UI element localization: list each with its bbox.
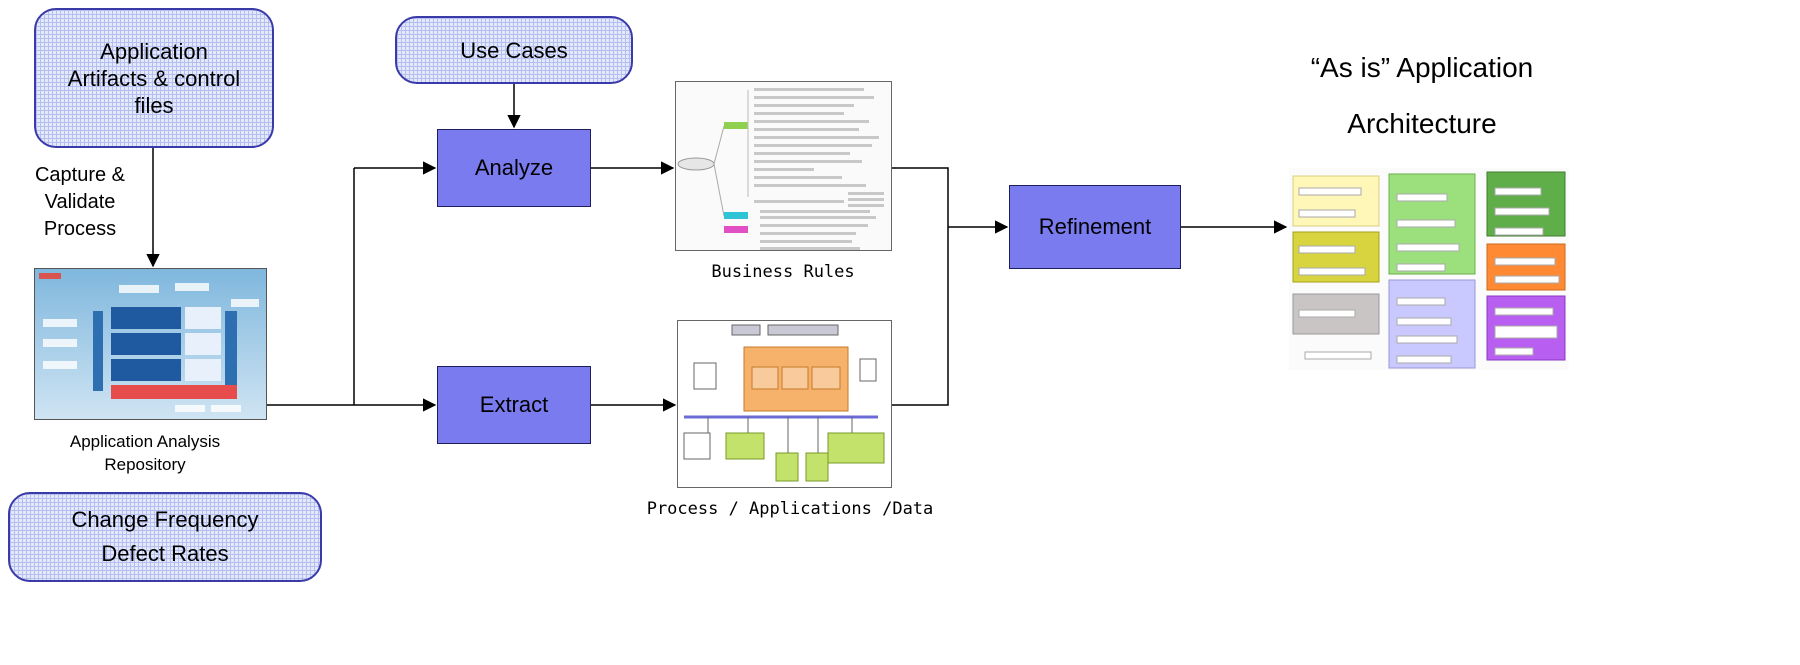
refinement-label: Refinement bbox=[1038, 214, 1152, 239]
analyze-box: Analyze bbox=[437, 129, 591, 207]
business-rules-thumbnail bbox=[675, 81, 892, 251]
repository-diagram-image bbox=[39, 273, 259, 412]
rules-to-merge-line bbox=[892, 167, 949, 406]
business-rules-mindmap-image bbox=[677, 88, 884, 250]
capture-validate-label: Capture & Validate Process bbox=[20, 162, 140, 243]
analyze-label: Analyze bbox=[474, 155, 554, 180]
process-architecture-image bbox=[683, 324, 885, 482]
extract-label: Extract bbox=[479, 392, 549, 417]
artifacts-input-box: Application Artifacts & control files bbox=[34, 8, 274, 148]
use-cases-input-box: Use Cases bbox=[395, 16, 633, 84]
artifacts-line-2: Artifacts & control bbox=[67, 65, 241, 91]
process-applications-caption: Process / Applications /Data bbox=[646, 499, 934, 519]
artifacts-line-3: files bbox=[134, 92, 174, 118]
as-is-architecture-image bbox=[1292, 171, 1566, 369]
as-is-title-line-1: “As is” Application bbox=[1310, 52, 1534, 83]
repository-caption-line-2: Repository bbox=[104, 455, 186, 474]
repository-caption: Application Analysis Repository bbox=[20, 430, 270, 476]
use-cases-label: Use Cases bbox=[460, 37, 568, 63]
artifacts-line-1: Application bbox=[100, 38, 208, 64]
as-is-title-line-2: Architecture bbox=[1347, 108, 1497, 139]
refinement-box: Refinement bbox=[1009, 185, 1181, 269]
capture-line-2: Validate bbox=[44, 191, 116, 213]
change-frequency-label: Change Frequency bbox=[71, 507, 259, 532]
capture-line-3: Process bbox=[43, 218, 117, 240]
repository-caption-line-1: Application Analysis bbox=[69, 432, 221, 451]
metrics-input-box: Change Frequency Defect Rates bbox=[8, 492, 322, 582]
business-rules-caption: Business Rules bbox=[711, 262, 855, 282]
repository-thumbnail bbox=[34, 268, 267, 420]
defect-rates-label: Defect Rates bbox=[101, 541, 229, 566]
process-applications-thumbnail bbox=[677, 320, 892, 488]
as-is-title: “As is” Application Architecture bbox=[1272, 40, 1572, 152]
capture-line-1: Capture & bbox=[34, 164, 126, 186]
extract-box: Extract bbox=[437, 366, 591, 444]
as-is-architecture-thumbnail bbox=[1289, 168, 1569, 370]
